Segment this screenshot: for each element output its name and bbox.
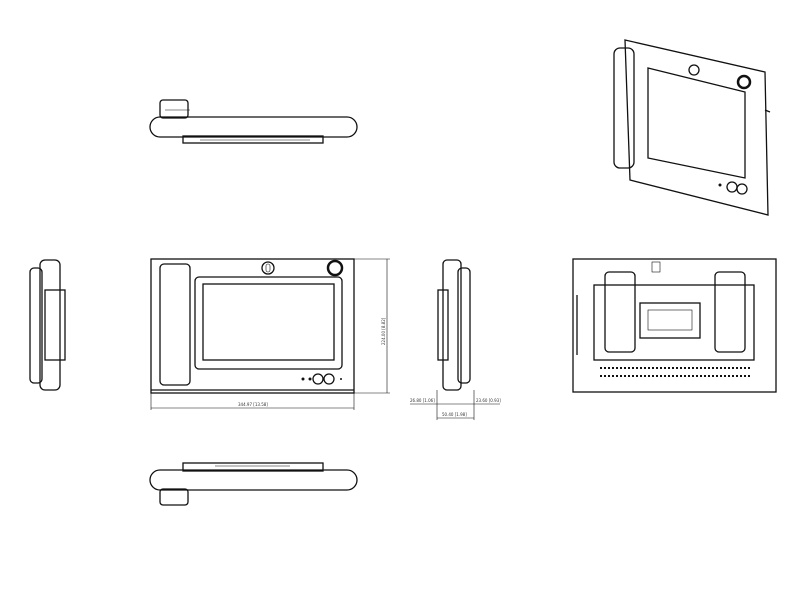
left-side-view [29, 259, 66, 391]
height-dimension: 224.00 [8.82] [381, 317, 386, 345]
front-view: 344.97 [13.58] 224.00 [8.82] [150, 258, 390, 410]
bottom-view [149, 462, 358, 506]
depth-total-dimension: 50.40 [1.98] [442, 412, 467, 417]
depth-right-dimension: 23.60 [0.93] [476, 398, 501, 403]
width-dimension: 344.97 [13.58] [238, 402, 268, 407]
top-view [149, 99, 358, 144]
rear-view [572, 258, 777, 393]
isometric-view [613, 39, 771, 216]
right-side-view: 26.80 [1.06] 23.60 [0.93] 50.40 [1.98] [410, 259, 501, 420]
depth-left-dimension: 26.80 [1.06] [410, 398, 435, 403]
